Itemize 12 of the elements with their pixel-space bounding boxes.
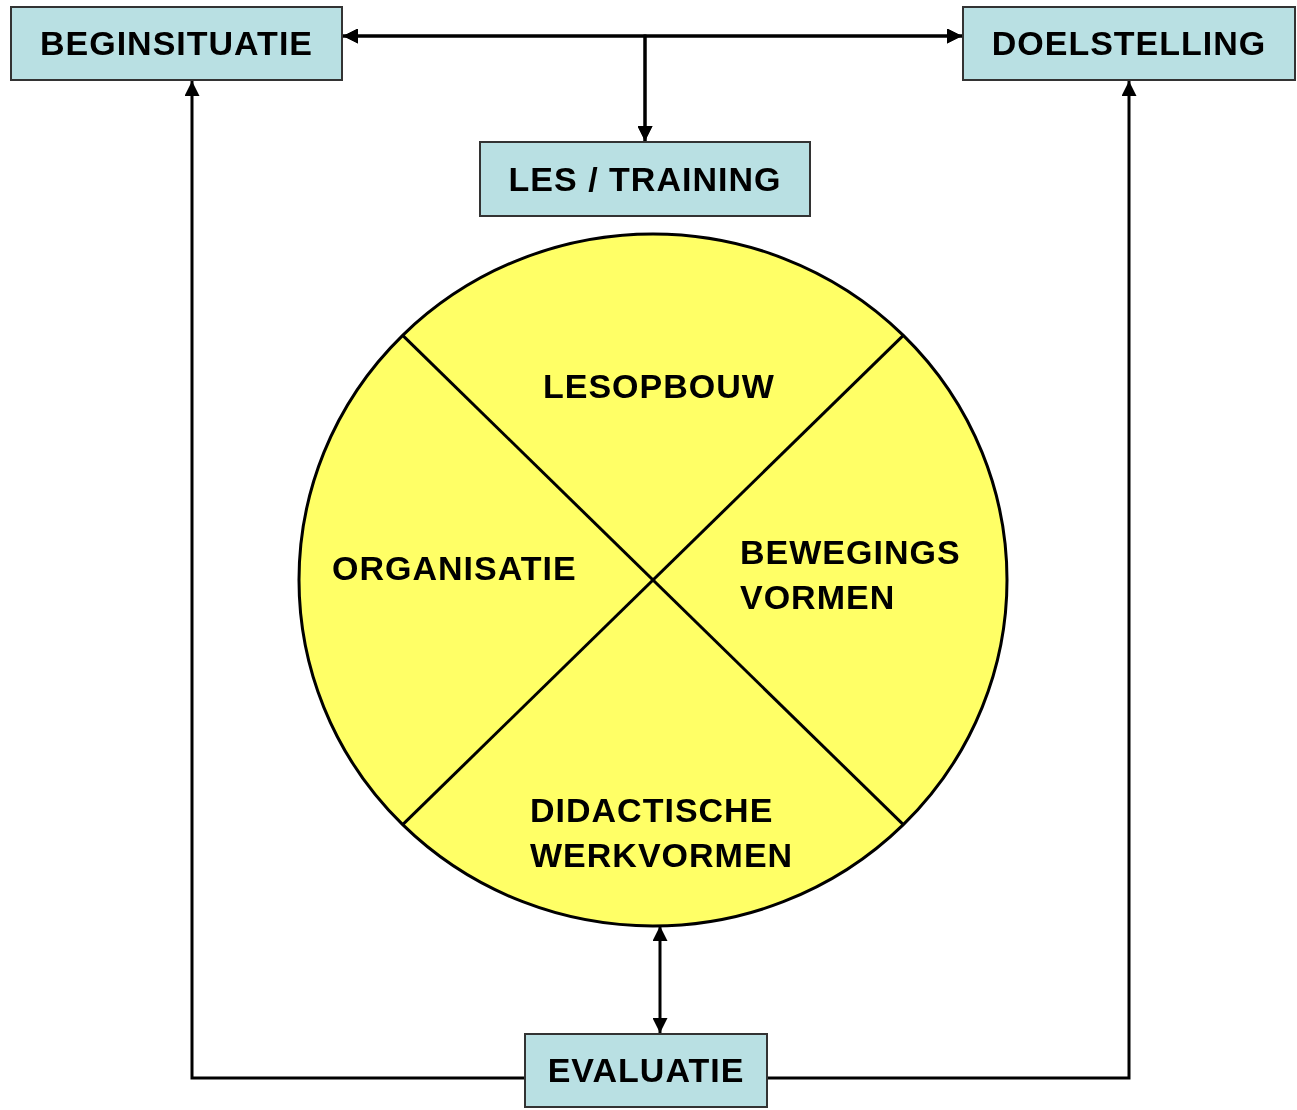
quadrant-label: ORGANISATIE	[332, 548, 577, 589]
label-box: LES / TRAINING	[479, 141, 811, 217]
label-box: BEGINSITUATIE	[10, 6, 343, 81]
label-box: DOELSTELLING	[962, 6, 1296, 81]
arrow	[184, 81, 524, 1080]
quadrant-label: DIDACTISCHE WERKVORMEN	[530, 790, 790, 876]
quadrant-label: LESOPBOUW	[543, 366, 775, 407]
label-box: EVALUATIE	[524, 1033, 768, 1108]
quadrant-label: BEWEGINGS VORMEN	[740, 532, 962, 618]
arrow	[637, 28, 962, 141]
arrow	[768, 81, 1137, 1080]
arrow	[652, 925, 668, 1033]
